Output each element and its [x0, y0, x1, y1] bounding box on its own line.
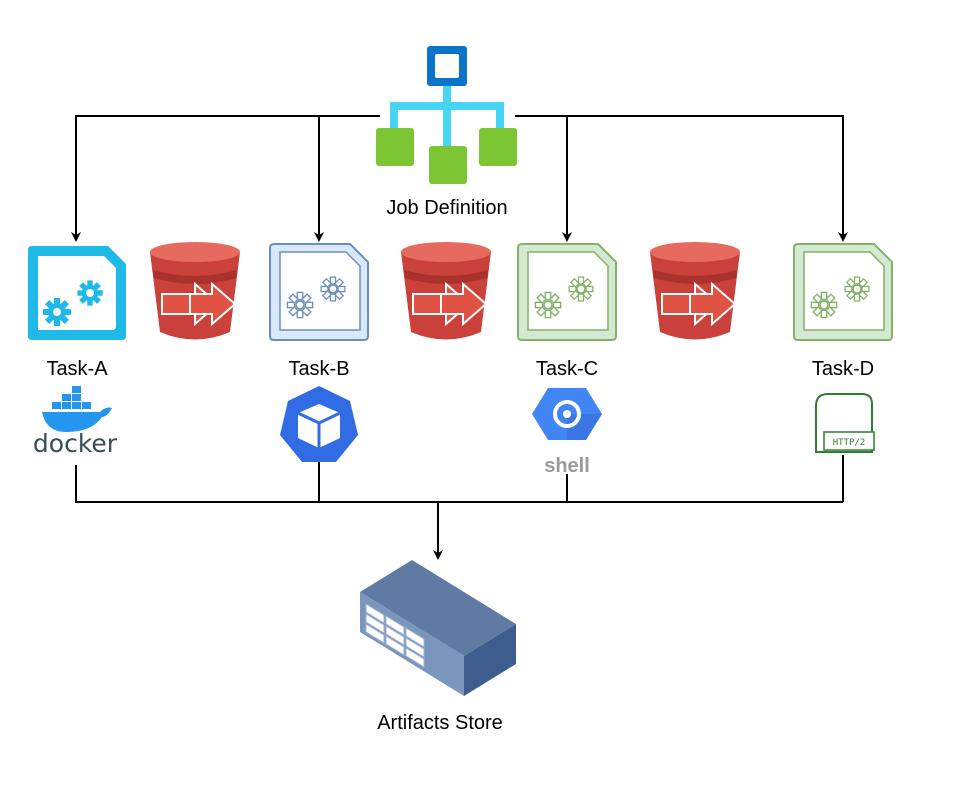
task-b-gear-document-icon [269, 243, 369, 341]
connector-job-to-task-a [71, 115, 380, 242]
svg-text:shell: shell [544, 455, 590, 477]
svg-text:docker: docker [33, 429, 118, 458]
task-d-gear-document-icon [793, 243, 893, 341]
svg-text:HTTP/2: HTTP/2 [833, 438, 866, 448]
artifacts-store-icon [360, 560, 516, 696]
task-d-label: Task-D [812, 358, 874, 380]
task-a-label: Task-A [46, 358, 108, 380]
docker-logo: docker [33, 386, 118, 458]
connectors-top [71, 115, 848, 242]
cloud-shell-icon: shell [532, 388, 602, 477]
http2-icon: HTTP/2 [815, 393, 875, 453]
bucket-transfer-icon-2 [400, 241, 492, 341]
job-definition-label: Job Definition [386, 197, 507, 219]
connector-job-to-task-d [515, 115, 848, 242]
kubernetes-icon [280, 386, 358, 462]
bucket-transfer-icon-1 [149, 241, 241, 341]
hierarchy-icon [376, 46, 517, 184]
task-a-gear-document-icon [28, 246, 126, 340]
connectors-bottom [75, 455, 844, 560]
task-c-gear-document-icon [517, 243, 617, 341]
task-c-label: Task-C [536, 358, 598, 380]
connector-job-to-task-b [314, 115, 380, 242]
connector-job-to-task-c [515, 115, 572, 242]
bucket-transfer-icon-3 [649, 241, 741, 341]
connector-task-a-to-bus [75, 465, 843, 503]
task-b-label: Task-B [288, 358, 349, 380]
artifacts-store-label: Artifacts Store [377, 712, 503, 734]
